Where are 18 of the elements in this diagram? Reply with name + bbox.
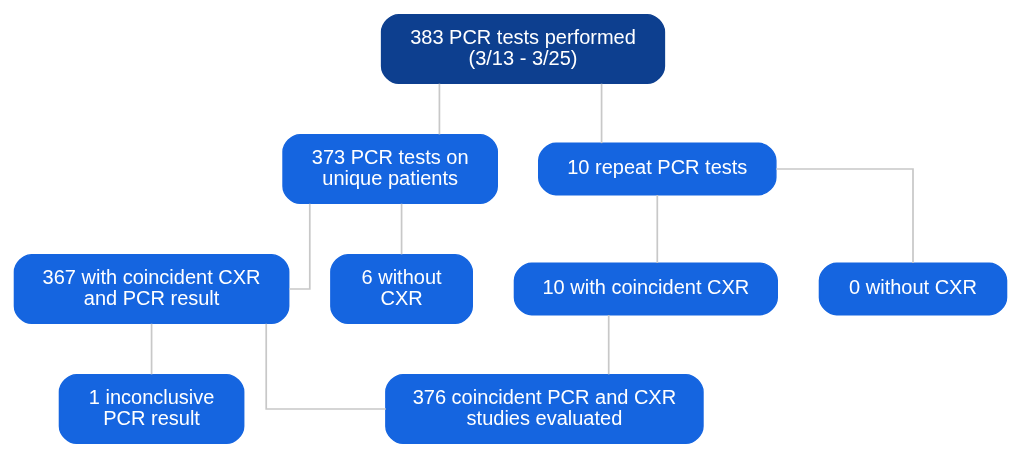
connector — [607, 313, 610, 375]
node-box: 10 repeat PCR tests — [538, 142, 777, 195]
connector — [775, 167, 914, 264]
node-box: 10 with coincident CXR — [513, 262, 778, 315]
connector — [438, 82, 441, 135]
node-box: 376 coincident PCR and CXR studies evaluated — [385, 373, 704, 444]
connector — [600, 82, 603, 144]
node-box: 0 without CXR — [818, 262, 1008, 315]
connector — [265, 322, 387, 410]
node-box: 1 inconclusive PCR result — [58, 373, 245, 444]
connector — [150, 322, 153, 375]
connector — [656, 193, 659, 264]
node-box: 6 without CXR — [330, 253, 473, 324]
connector — [288, 202, 311, 290]
connector — [400, 202, 403, 255]
node-box: 373 PCR tests on unique patients — [282, 133, 498, 204]
node-box: 383 PCR tests performed (3/13 - 3/25) — [380, 13, 666, 84]
node-box: 367 with coincident CXR and PCR result — [13, 253, 290, 324]
